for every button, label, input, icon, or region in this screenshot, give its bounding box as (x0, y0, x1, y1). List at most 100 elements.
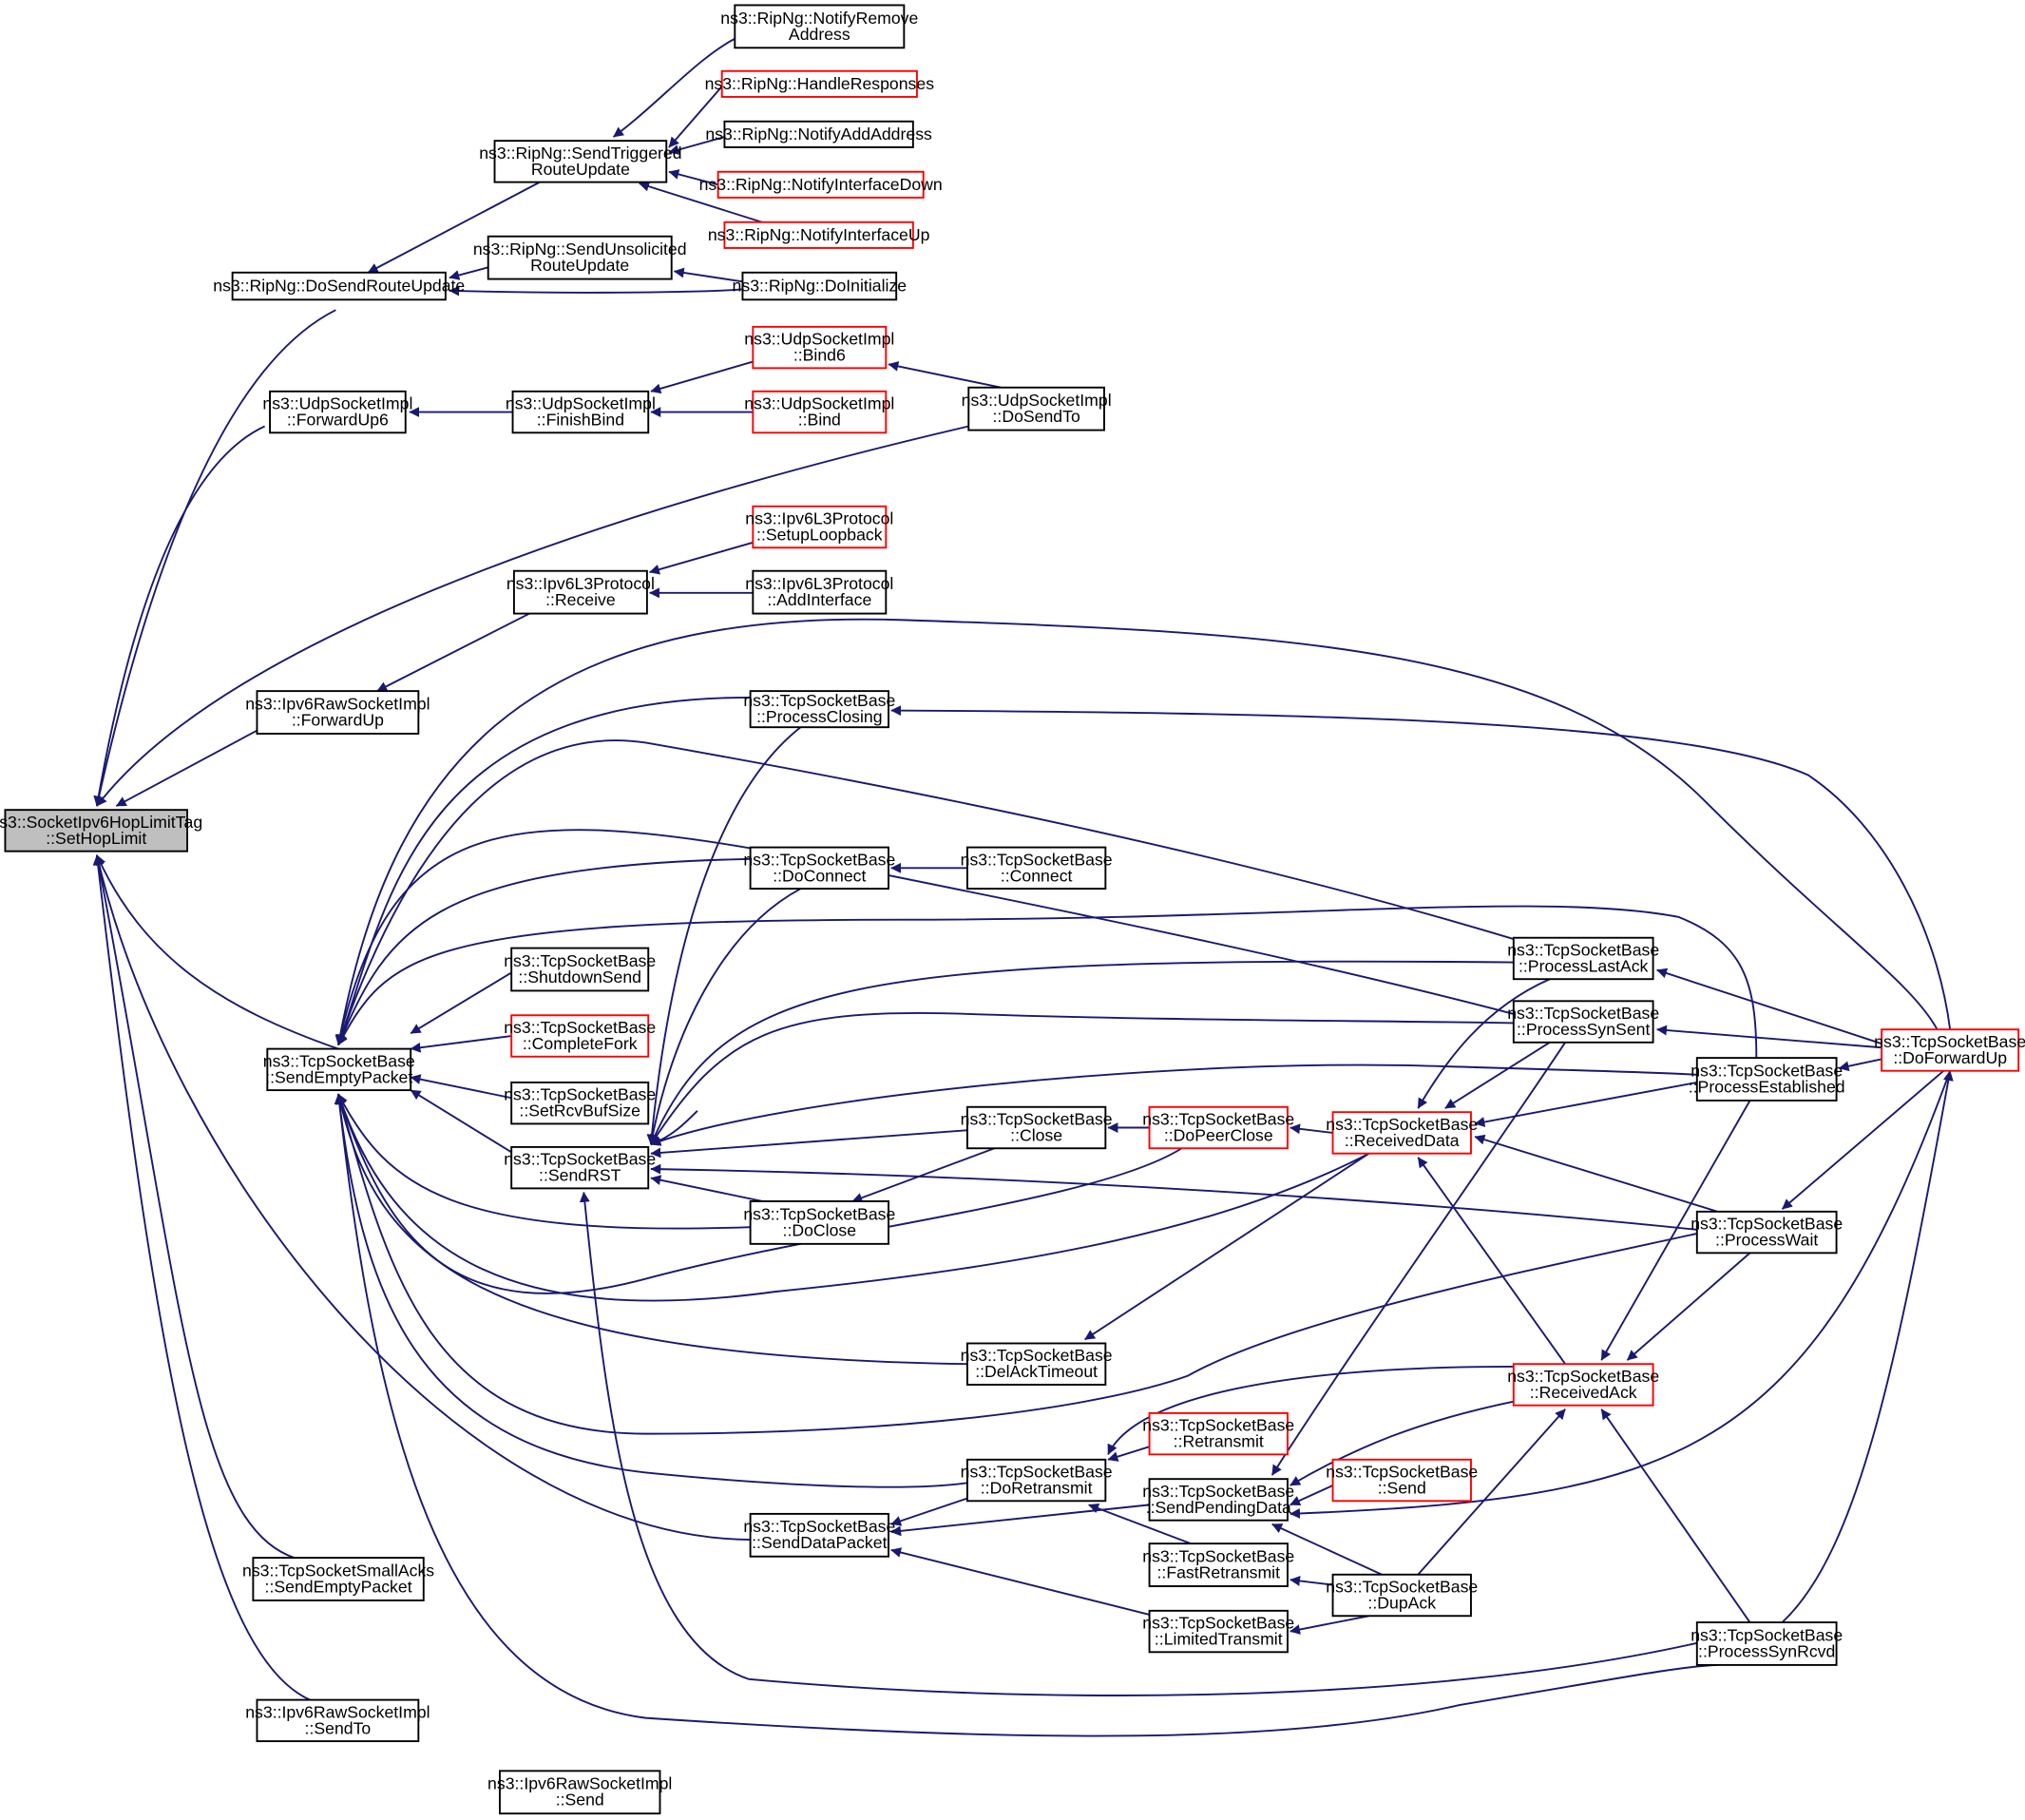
node-label: ::DoForwardUp (1893, 1048, 2007, 1067)
node-addiface[interactable]: ns3::Ipv6L3Protocol::AddInterface (745, 569, 893, 615)
node-ipv6recv[interactable]: ns3::Ipv6L3Protocol::Receive (506, 569, 655, 615)
node-dosendroute[interactable]: ns3::RipNg::DoSendRouteUpdate (213, 271, 465, 301)
node-sendrst[interactable]: ns3::TcpSocketBase::SendRST (504, 1145, 656, 1190)
node-doinit[interactable]: ns3::RipNg::DoInitialize (733, 271, 907, 301)
node-notifyup[interactable]: ns3::RipNg::NotifyInterfaceUp (708, 220, 930, 249)
call-edge (1474, 1082, 1697, 1127)
node-box (752, 325, 888, 370)
node-label: ns3::Ipv6L3Protocol (745, 574, 893, 593)
call-edge (1781, 1069, 1944, 1210)
call-edge (668, 86, 723, 148)
node-fastretrans[interactable]: ns3::TcpSocketBase::FastRetransmit (1142, 1542, 1294, 1587)
node-rawsend[interactable]: ns3::Ipv6RawSocketImpl::Send (487, 1770, 672, 1815)
call-edge (888, 361, 1002, 389)
node-label: ns3::RipNg::SendUnsolicited (473, 239, 687, 259)
node-limitedtrans[interactable]: ns3::TcpSocketBase::LimitedTransmit (1142, 1609, 1294, 1654)
node-rawfwdup[interactable]: ns3::Ipv6RawSocketImpl::ForwardUp (245, 690, 430, 735)
node-doconnect[interactable]: ns3::TcpSocketBase::DoConnect (743, 846, 895, 891)
node-label: ns3::UdpSocketImpl (506, 394, 656, 413)
call-edge (1600, 1408, 1751, 1623)
node-label: ::FinishBind (537, 410, 624, 429)
node-label: ::Send (556, 1791, 604, 1810)
node-sendpending[interactable]: ns3::TcpSocketBase::SendPendingData (1142, 1478, 1294, 1522)
call-edge (1084, 1152, 1370, 1341)
node-close[interactable]: ns3::TcpSocketBase::Close (961, 1105, 1113, 1150)
node-procestab[interactable]: ns3::TcpSocketBase::ProcessEstablished (1689, 1057, 1845, 1102)
call-edge (1781, 1070, 1954, 1623)
node-sendempty[interactable]: ns3::TcpSocketBase::SendEmptyPacket (263, 1047, 415, 1092)
call-edge (650, 1129, 968, 1159)
call-edge (650, 1175, 775, 1205)
node-receivedack[interactable]: ns3::TcpSocketBase::ReceivedAck (1507, 1363, 1659, 1407)
node-label: ns3::TcpSocketBase (1507, 940, 1659, 959)
node-box (510, 1145, 650, 1190)
node-shutdownsend[interactable]: ns3::TcpSocketBase::ShutdownSend (504, 947, 656, 992)
node-doclose[interactable]: ns3::TcpSocketBase::DoClose (743, 1200, 895, 1245)
node-label: ::DoConnect (773, 866, 866, 885)
node-bind[interactable]: ns3::UdpSocketImpl::Bind (744, 390, 894, 434)
node-bind6[interactable]: ns3::UdpSocketImpl::Bind6 (744, 325, 894, 370)
node-procwait[interactable]: ns3::TcpSocketBase::ProcessWait (1691, 1210, 1843, 1255)
node-rawsendto[interactable]: ns3::Ipv6RawSocketImpl::SendTo (245, 1698, 430, 1743)
node-notifyadd[interactable]: ns3::RipNg::NotifyAddAddress (705, 120, 932, 148)
node-delacktimeout[interactable]: ns3::TcpSocketBase::DelAckTimeout (961, 1342, 1113, 1386)
call-edge (668, 136, 725, 155)
node-root[interactable]: ns3::SocketIpv6HopLimitTag::SetHopLimit (0, 809, 202, 853)
node-procclosing[interactable]: ns3::TcpSocketBase::ProcessClosing (743, 690, 895, 729)
node-setuploop[interactable]: ns3::Ipv6L3Protocol::SetupLoopback (745, 505, 893, 549)
node-box (1695, 1057, 1838, 1102)
call-edge (649, 541, 754, 575)
node-dopeerclose[interactable]: ns3::TcpSocketBase::DoPeerClose (1142, 1105, 1294, 1150)
node-box (965, 1105, 1107, 1150)
node-dupack[interactable]: ns3::TcpSocketBase::DupAck (1326, 1573, 1478, 1618)
node-label: ns3::TcpSocketBase (1874, 1032, 2025, 1051)
call-edge (93, 309, 336, 807)
node-finishbind[interactable]: ns3::UdpSocketImpl::FinishBind (506, 390, 656, 434)
node-label: ns3::TcpSocketBase (263, 1051, 415, 1070)
node-label: ::ShutdownSend (518, 967, 641, 987)
node-notifydown[interactable]: ns3::RipNg::NotifyInterfaceDown (699, 170, 943, 199)
node-procsynrcvd[interactable]: ns3::TcpSocketBase::ProcessSynRcvd (1691, 1621, 1843, 1666)
node-handleresp[interactable]: ns3::RipNg::HandleResponses (705, 69, 935, 98)
node-label: ::ProcessSynRcvd (1698, 1641, 1835, 1660)
node-label: ns3::TcpSocketBase (961, 1462, 1113, 1481)
node-connect[interactable]: ns3::TcpSocketBase::Connect (961, 846, 1113, 891)
node-proclastack[interactable]: ns3::TcpSocketBase::ProcessLastAck (1507, 936, 1659, 981)
node-box (749, 690, 889, 729)
node-label: RouteUpdate (530, 256, 629, 275)
node-retransmit[interactable]: ns3::TcpSocketBase::Retransmit (1142, 1411, 1294, 1456)
node-label: RouteUpdate (531, 160, 630, 179)
call-edge (579, 1191, 1698, 1696)
node-receiveddata[interactable]: ns3::TcpSocketBase::ReceivedData (1326, 1111, 1478, 1155)
node-box (511, 390, 650, 434)
node-senddata[interactable]: ns3::TcpSocketBase::SendDataPacket (743, 1512, 895, 1558)
node-label: Address (789, 25, 850, 44)
node-send[interactable]: ns3::TcpSocketBase::Send (1326, 1458, 1478, 1503)
node-label: ::SendPendingData (1146, 1498, 1291, 1517)
node-dosendto[interactable]: ns3::UdpSocketImpl::DoSendTo (962, 386, 1112, 431)
call-edge (647, 888, 802, 1145)
node-label: ns3::RipNg::SendTriggered (479, 144, 681, 163)
call-edge (93, 854, 751, 1542)
node-procsynsent[interactable]: ns3::TcpSocketBase::ProcessSynSent (1507, 1000, 1659, 1044)
call-edge (1417, 1408, 1566, 1576)
call-edge (1417, 978, 1551, 1109)
node-setrcvbuf[interactable]: ns3::TcpSocketBase::SetRcvBufSize (504, 1081, 656, 1125)
node-smallacks[interactable]: ns3::TcpSocketSmallAcks::SendEmptyPacket (242, 1557, 434, 1601)
node-doretransmit[interactable]: ns3::TcpSocketBase::DoRetransmit (961, 1458, 1113, 1503)
node-label: ns3::TcpSocketBase (1142, 1416, 1294, 1435)
node-label: ns3::TcpSocketBase (1691, 1625, 1843, 1644)
call-edge (334, 1093, 1718, 1737)
node-doforwardup[interactable]: ns3::TcpSocketBase::DoForwardUp (1874, 1028, 2025, 1072)
node-label: ns3::TcpSocketBase (1691, 1061, 1843, 1080)
node-label: ns3::TcpSocketBase (1326, 1115, 1478, 1134)
node-label: ::SetRcvBufSize (519, 1102, 640, 1121)
node-completefork[interactable]: ns3::TcpSocketBase::CompleteFork (504, 1014, 656, 1058)
node-fwdup6[interactable]: ns3::UdpSocketImpl::ForwardUp6 (262, 390, 412, 434)
node-box (965, 846, 1107, 891)
node-label: ::Connect (1001, 866, 1073, 885)
node-label: ns3::UdpSocketImpl (962, 391, 1112, 410)
